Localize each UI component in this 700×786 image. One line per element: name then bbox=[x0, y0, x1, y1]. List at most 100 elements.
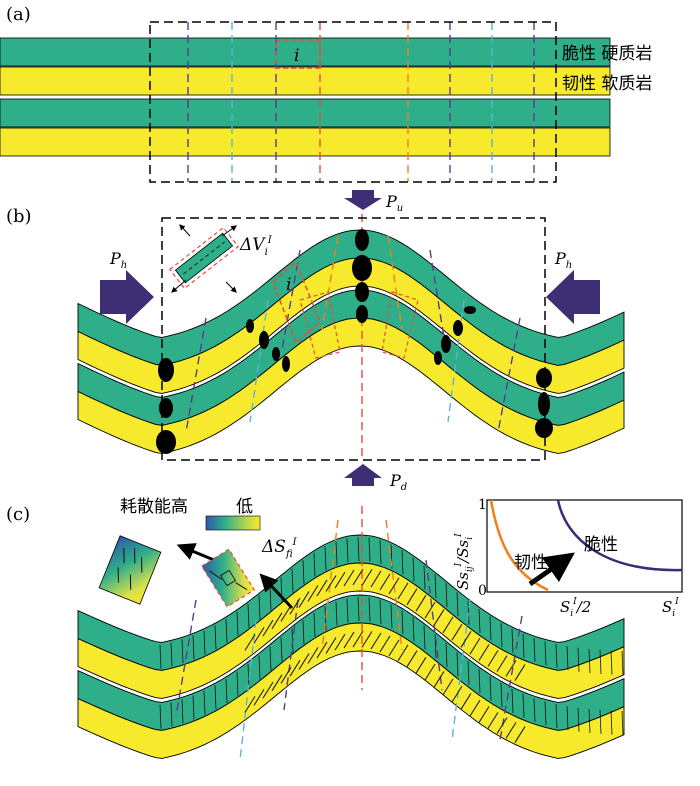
layer-a-brittle-2 bbox=[0, 98, 611, 128]
strain-ellipse bbox=[536, 368, 552, 388]
energy-low-label: 低 bbox=[236, 497, 253, 517]
inset-y-label: SsijI/SsiI bbox=[454, 533, 475, 590]
fracture-tick bbox=[511, 688, 514, 713]
energy-high-label: 耗散能高 bbox=[120, 497, 188, 517]
fracture-tick bbox=[533, 637, 536, 662]
transition-arrow bbox=[528, 552, 575, 587]
hatch-line bbox=[379, 635, 391, 653]
pressure-up-label: Pu bbox=[385, 192, 403, 214]
fracture-tick bbox=[170, 702, 173, 727]
fracture-tick bbox=[181, 699, 184, 724]
fracture-tick bbox=[456, 592, 459, 617]
fracture-tick bbox=[335, 541, 338, 566]
fracture-tick bbox=[489, 676, 492, 701]
panel-b-label: (b) bbox=[6, 206, 32, 227]
fracture-tick bbox=[280, 637, 283, 662]
hatch-line bbox=[280, 605, 292, 622]
grid-line-b bbox=[281, 249, 301, 351]
hatch-line bbox=[271, 612, 283, 629]
fracture-tick bbox=[467, 660, 470, 685]
hatch-line bbox=[244, 696, 256, 713]
hatch-line bbox=[514, 664, 526, 681]
grid-line-c bbox=[239, 619, 257, 761]
hatch-line bbox=[253, 627, 265, 644]
fracture-tick bbox=[170, 642, 173, 667]
layer-a-brittle-1 bbox=[0, 37, 611, 67]
inset-graph: 韧性 脆性 1 0 SsijI/SsiI SiI/2 SiI bbox=[454, 497, 683, 619]
hatch-line bbox=[487, 712, 499, 729]
pressure-up-arrow bbox=[344, 190, 382, 210]
hatch-line bbox=[334, 571, 346, 589]
fracture-tick bbox=[621, 711, 624, 736]
region-box-b bbox=[161, 217, 546, 461]
pressure-left-label: Ph bbox=[109, 249, 127, 271]
fracture-tick bbox=[577, 647, 580, 672]
grid-line-b bbox=[497, 317, 521, 433]
hatch-line bbox=[505, 722, 517, 739]
fracture-tick bbox=[401, 610, 404, 635]
hatch-line bbox=[280, 667, 292, 684]
legend-brittle: 脆性 硬质岩 bbox=[562, 44, 652, 64]
hatch-line bbox=[307, 585, 319, 602]
grid-line-b bbox=[447, 299, 465, 423]
inset-x-tick-end: SiI bbox=[662, 597, 679, 619]
fracture-tick bbox=[522, 633, 525, 658]
inset-y-tick-top: 1 bbox=[478, 497, 487, 513]
strain-ellipses-b bbox=[156, 229, 553, 454]
volume-arrow-3 bbox=[171, 279, 187, 293]
hatch-line bbox=[424, 663, 436, 681]
folded-layers-c bbox=[77, 534, 625, 759]
fracture-tick bbox=[423, 565, 426, 590]
fracture-tick bbox=[379, 540, 382, 565]
fracture-tick bbox=[621, 651, 624, 676]
fracture-tick bbox=[368, 597, 371, 622]
strain-ellipse bbox=[441, 335, 451, 353]
hatch-line bbox=[433, 609, 445, 626]
inset-y-tick-bottom: 0 bbox=[478, 583, 487, 599]
hatch-line bbox=[370, 632, 382, 650]
fracture-tick bbox=[489, 616, 492, 641]
strain-ellipse bbox=[156, 430, 176, 454]
fracture-tick bbox=[214, 625, 217, 650]
fracture-tick bbox=[588, 648, 591, 674]
fracture-tick bbox=[236, 611, 239, 636]
layer-a-ductile-1 bbox=[0, 66, 611, 96]
hatch-line bbox=[262, 681, 274, 699]
strain-ellipse bbox=[453, 320, 463, 336]
fracture-tick bbox=[445, 583, 448, 608]
fracture-tick bbox=[599, 649, 602, 674]
fracture-tick bbox=[566, 646, 569, 671]
strain-ellipse bbox=[272, 347, 280, 361]
hatch-line bbox=[298, 653, 310, 670]
pressure-right-arrow bbox=[546, 270, 600, 324]
inset-ductile-label: 韧性 bbox=[514, 553, 548, 573]
grid-line-b bbox=[185, 317, 207, 433]
fracture-tick bbox=[544, 641, 547, 666]
fracture-tick bbox=[390, 604, 393, 629]
strain-ellipse bbox=[355, 282, 369, 302]
pressure-down-arrow bbox=[344, 464, 382, 486]
hatch-line bbox=[262, 619, 274, 637]
hatch-line bbox=[253, 689, 265, 706]
region-box-a bbox=[149, 21, 557, 183]
fracture-tick bbox=[214, 685, 217, 710]
pressure-left-arrow bbox=[100, 270, 154, 324]
fracture-tick bbox=[225, 618, 228, 643]
fracture-tick bbox=[555, 644, 558, 669]
fracture-tick bbox=[544, 701, 547, 726]
fracture-tick bbox=[610, 650, 613, 675]
element-label-a: i bbox=[294, 46, 299, 66]
fracture-tick bbox=[368, 537, 371, 562]
strain-ellipse bbox=[352, 255, 372, 281]
hatch-line bbox=[271, 674, 283, 691]
hatch-line bbox=[343, 631, 355, 649]
hatch-line bbox=[289, 597, 301, 615]
fracture-tick bbox=[236, 671, 239, 696]
panel-c-label: (c) bbox=[6, 504, 30, 525]
zoom-arrow-1 bbox=[176, 543, 215, 562]
layer-a-ductile-2 bbox=[0, 127, 611, 157]
fracture-tick bbox=[357, 597, 360, 622]
hatch-line bbox=[352, 568, 364, 586]
grid-line-b bbox=[429, 249, 447, 351]
